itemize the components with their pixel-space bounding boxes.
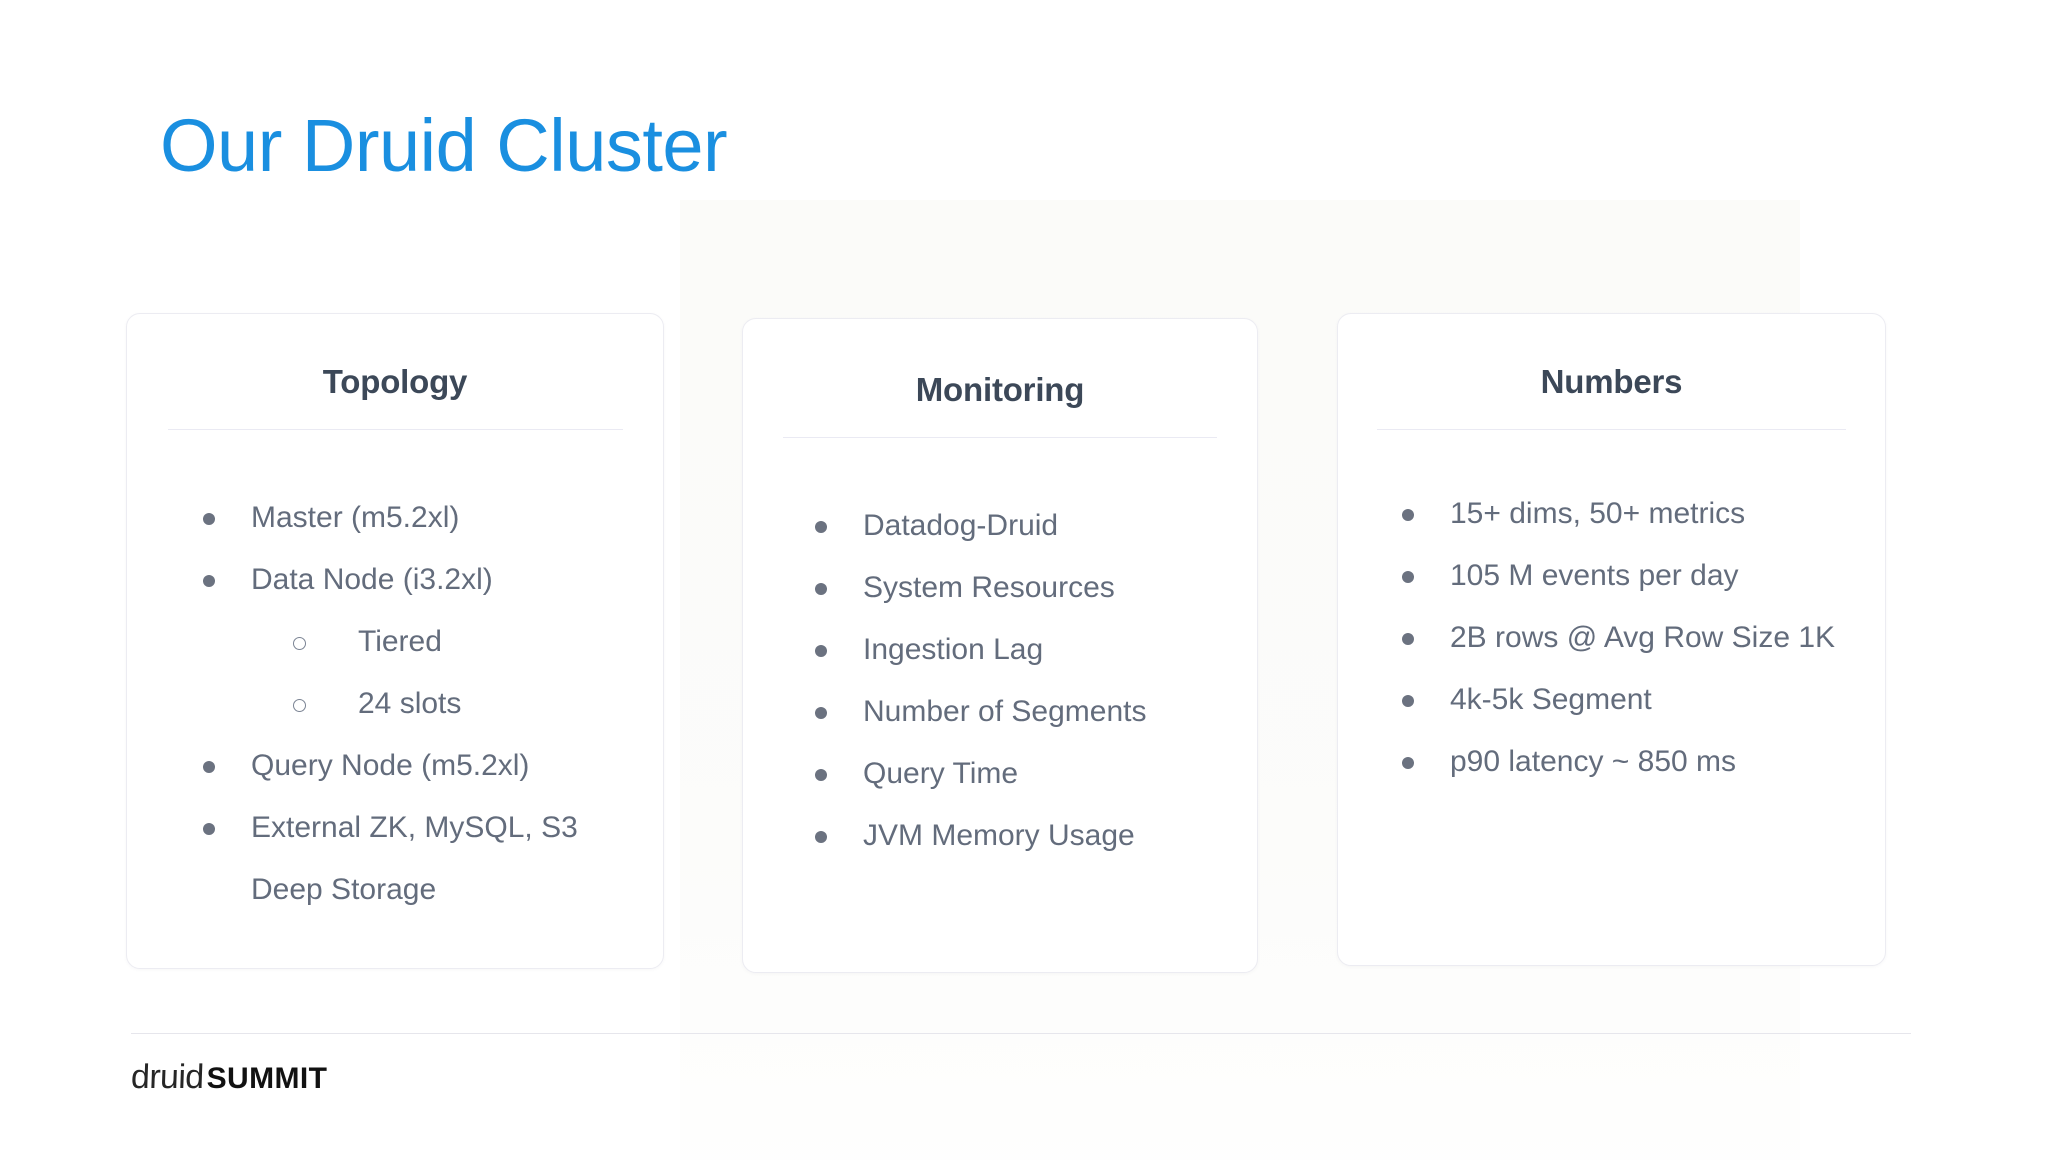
card-numbers: Numbers 15+ dims, 50+ metrics 105 M even…: [1337, 313, 1886, 966]
card-heading: Monitoring: [915, 371, 1085, 408]
list-item: 24 slots: [181, 673, 663, 735]
footer-divider: [131, 1033, 1911, 1034]
list-item: JVM Memory Usage: [793, 805, 1257, 867]
logo-druid-text: druid: [130, 1058, 205, 1096]
list-item: Master (m5.2xl): [181, 487, 631, 549]
list-item-label: 4k-5k Segment: [1450, 683, 1652, 716]
list-item-label: JVM Memory Usage: [863, 819, 1135, 852]
list-item: p90 latency ~ 850 ms: [1380, 731, 1850, 793]
card-heading: Numbers: [1540, 363, 1683, 400]
card-topology: Topology Master (m5.2xl) Data Node (i3.2…: [126, 313, 664, 969]
list-item-label: Datadog-Druid: [863, 509, 1059, 542]
bullet-filled-icon: [815, 521, 827, 533]
list-item-label: Tiered: [358, 625, 442, 658]
bullet-filled-icon: [815, 583, 827, 595]
list-item: Ingestion Lag: [793, 619, 1257, 681]
bullet-filled-icon: [1402, 695, 1414, 707]
list-item: Datadog-Druid: [793, 495, 1257, 557]
list-item: External ZK, MySQL, S3 Deep Storage: [181, 797, 631, 921]
list-item: Query Time: [793, 743, 1257, 805]
bullet-filled-icon: [203, 575, 215, 587]
list-item-label: Ingestion Lag: [863, 633, 1044, 666]
card-divider: [167, 429, 623, 430]
bullet-filled-icon: [203, 761, 215, 773]
bullet-hollow-icon: [293, 699, 306, 712]
list-item: Query Node (m5.2xl): [181, 735, 631, 797]
logo-summit-text: SUMMIT: [206, 1062, 328, 1095]
list-item-label: Query Time: [863, 757, 1019, 790]
list-item: System Resources: [793, 557, 1257, 619]
bullet-filled-icon: [203, 823, 215, 835]
list-item: 15+ dims, 50+ metrics: [1380, 483, 1850, 545]
bullet-filled-icon: [1402, 509, 1414, 521]
list-item: Tiered: [181, 611, 663, 673]
card-divider: [1377, 429, 1846, 430]
bullet-hollow-icon: [293, 637, 306, 650]
bullet-filled-icon: [815, 707, 827, 719]
list-item-label: System Resources: [863, 571, 1115, 604]
list-item: 105 M events per day: [1380, 545, 1850, 607]
bullet-filled-icon: [203, 513, 215, 525]
bullet-filled-icon: [815, 831, 827, 843]
list-item-label: 105 M events per day: [1450, 559, 1739, 592]
list-item: Number of Segments: [793, 681, 1257, 743]
list-item: 4k-5k Segment: [1380, 669, 1850, 731]
bullet-filled-icon: [815, 769, 827, 781]
bullet-filled-icon: [815, 645, 827, 657]
bullet-filled-icon: [1402, 633, 1414, 645]
bullet-filled-icon: [1402, 757, 1414, 769]
card-list: 15+ dims, 50+ metrics 105 M events per d…: [1380, 483, 1885, 793]
card-divider: [783, 437, 1217, 438]
druid-summit-logo: druid SUMMIT: [130, 1058, 328, 1097]
list-item: Data Node (i3.2xl): [181, 549, 631, 611]
list-item-label: Master (m5.2xl): [251, 501, 460, 534]
list-item-label: p90 latency ~ 850 ms: [1450, 745, 1737, 778]
list-item-label: Data Node (i3.2xl): [251, 563, 493, 596]
page-title: Our Druid Cluster: [160, 104, 728, 187]
card-monitoring: Monitoring Datadog-Druid System Resource…: [742, 318, 1258, 973]
list-item-label: 2B rows @ Avg Row Size 1K: [1450, 621, 1836, 654]
list-item-label: 24 slots: [358, 687, 462, 720]
card-list: Master (m5.2xl) Data Node (i3.2xl) Tiere…: [181, 487, 663, 921]
list-item-label: External ZK, MySQL, S3 Deep Storage: [251, 811, 578, 906]
list-item: 2B rows @ Avg Row Size 1K: [1380, 607, 1850, 669]
list-item-label: Number of Segments: [863, 695, 1147, 728]
list-item-label: Query Node (m5.2xl): [251, 749, 530, 782]
card-heading: Topology: [322, 363, 468, 400]
bullet-filled-icon: [1402, 571, 1414, 583]
card-list: Datadog-Druid System Resources Ingestion…: [793, 495, 1257, 867]
list-item-label: 15+ dims, 50+ metrics: [1450, 497, 1746, 530]
